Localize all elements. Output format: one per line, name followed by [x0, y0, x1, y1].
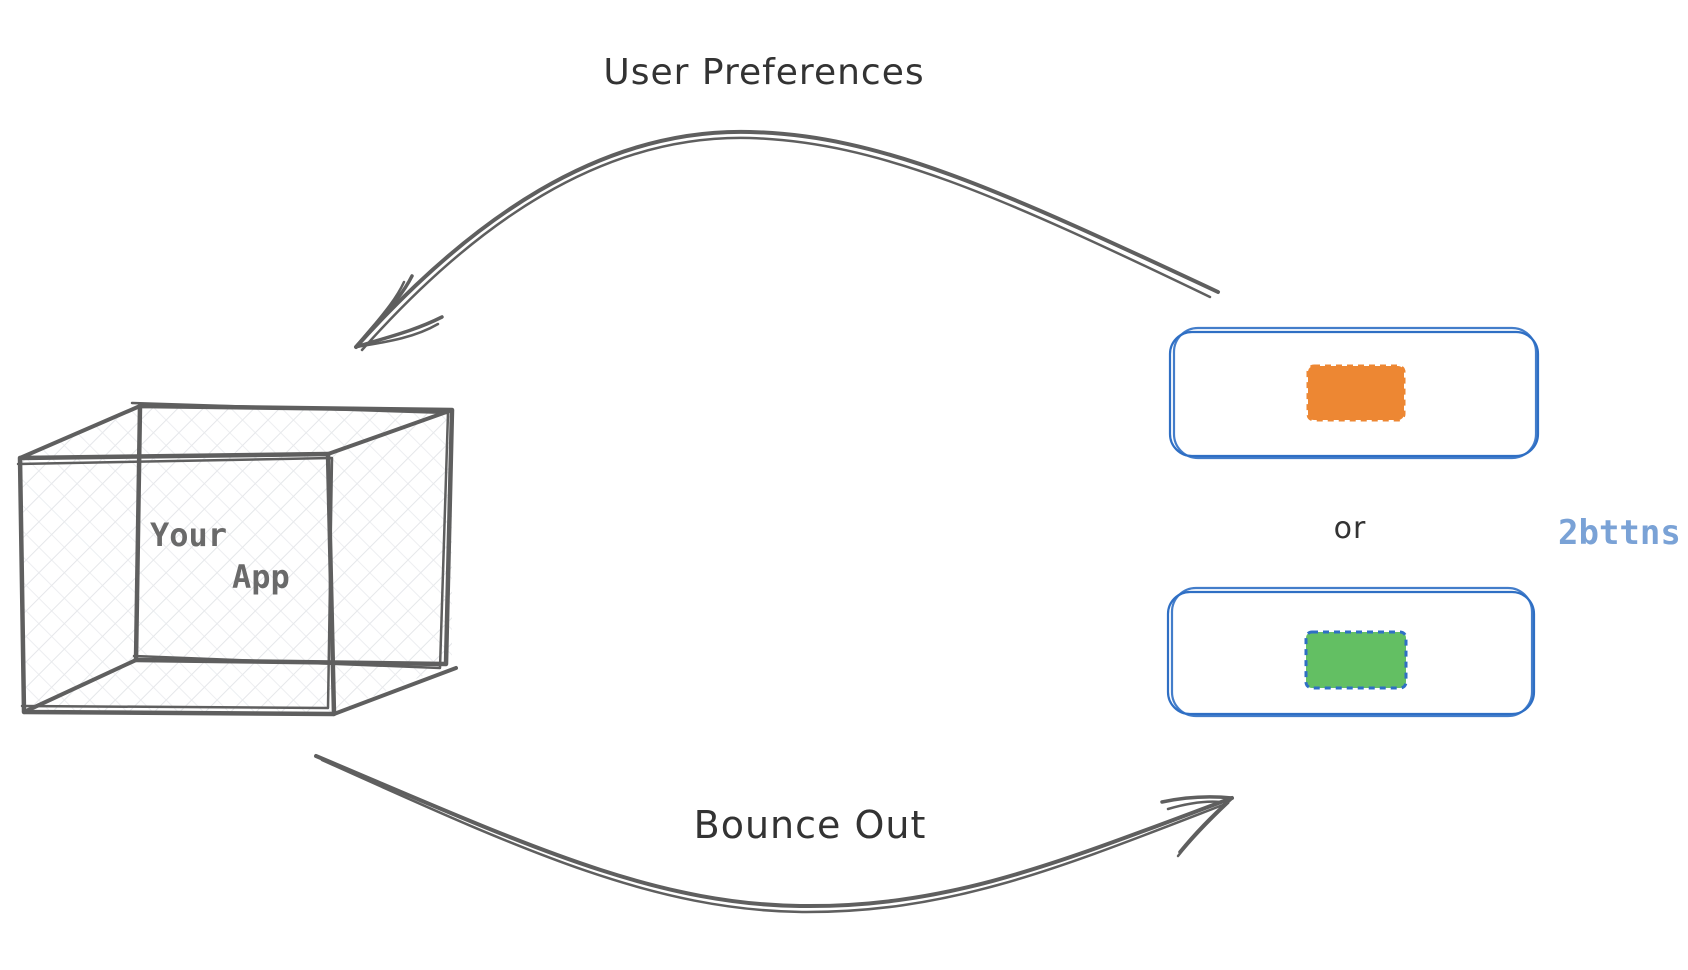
bounce-out-arrow: [314, 754, 1234, 914]
or-label: or: [1334, 511, 1367, 546]
your-app-box: [16, 401, 458, 717]
bounce-out-label: Bounce Out: [694, 803, 927, 847]
orange-button[interactable]: [1306, 364, 1406, 422]
bottom-button-card: [1166, 586, 1536, 718]
green-button[interactable]: [1304, 630, 1408, 690]
user-preferences-label: User Preferences: [603, 52, 924, 93]
twobttns-label: 2bttns: [1558, 513, 1681, 553]
your-app-label-line1: Your: [150, 516, 227, 554]
your-app-label-line2: App: [232, 558, 290, 596]
user-preferences-arrow: [354, 129, 1220, 352]
top-button-card: [1168, 326, 1540, 460]
